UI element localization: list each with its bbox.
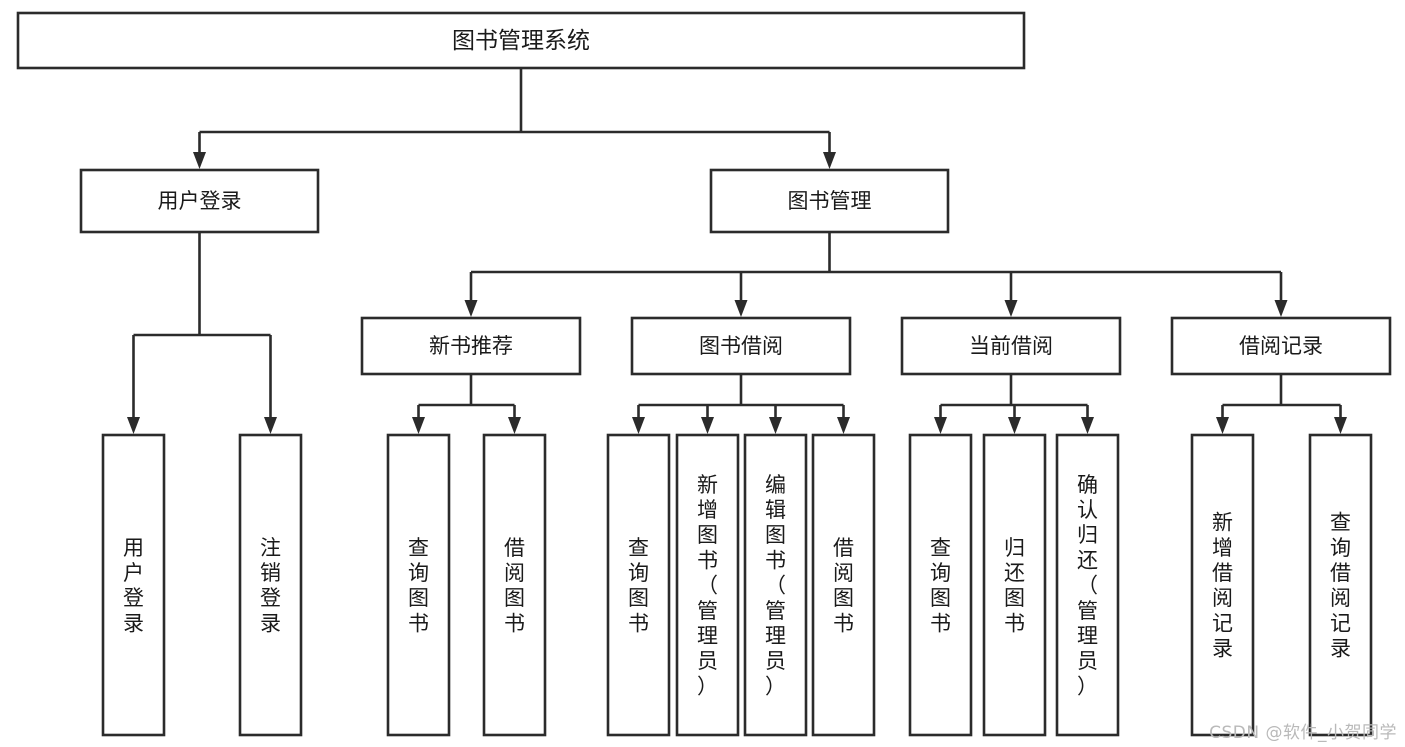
- node-label: 新增图书（管理员）: [697, 473, 718, 699]
- node-label: 查询借阅记录: [1330, 511, 1351, 661]
- node-box[interactable]: [1170, 316, 1392, 376]
- node-current-borrow[interactable]: 当前借阅: [900, 316, 1122, 376]
- node-box[interactable]: [743, 433, 808, 737]
- node-leaf-query-book-2[interactable]: 查询图书: [606, 433, 671, 737]
- node-leaf-add-book[interactable]: 新增图书（管理员）: [675, 433, 740, 737]
- node-box[interactable]: [101, 433, 166, 737]
- node-box[interactable]: [360, 316, 582, 376]
- arrow-head-icon: [508, 417, 521, 434]
- node-new-book-rec[interactable]: 新书推荐: [360, 316, 582, 376]
- arrow-head-icon: [464, 300, 478, 317]
- arrow-head-icon: [734, 300, 748, 317]
- nodes-layer: 图书管理系统用户登录图书管理新书推荐图书借阅当前借阅借阅记录用户登录注销登录查询…: [16, 11, 1392, 737]
- node-box[interactable]: [79, 168, 320, 234]
- arrow-head-icon: [632, 417, 645, 434]
- edge-group-root: [193, 68, 836, 169]
- arrow-head-icon: [1216, 417, 1229, 434]
- arrow-head-icon: [1274, 300, 1288, 317]
- edge-group-user-login: [127, 232, 277, 434]
- node-label: 编辑图书（管理员）: [765, 473, 786, 699]
- node-label: 当前借阅: [969, 334, 1053, 358]
- node-label: 查询图书: [408, 536, 429, 636]
- arrow-head-icon: [264, 417, 277, 434]
- arrow-head-icon: [1334, 417, 1347, 434]
- node-box[interactable]: [1190, 433, 1255, 737]
- node-box[interactable]: [908, 433, 973, 737]
- edge-group-new-book-rec: [412, 374, 521, 434]
- node-label: 查询图书: [628, 536, 649, 636]
- node-leaf-return-book[interactable]: 归还图书: [982, 433, 1047, 737]
- arrow-head-icon: [1081, 417, 1094, 434]
- node-box[interactable]: [630, 316, 852, 376]
- arrow-head-icon: [701, 417, 714, 434]
- node-leaf-borrow-book-2[interactable]: 借阅图书: [811, 433, 876, 737]
- node-leaf-query-book-3[interactable]: 查询图书: [908, 433, 973, 737]
- node-leaf-edit-book[interactable]: 编辑图书（管理员）: [743, 433, 808, 737]
- node-box[interactable]: [16, 11, 1026, 70]
- edge-group-book-borrow: [632, 374, 850, 434]
- node-book-borrow[interactable]: 图书借阅: [630, 316, 852, 376]
- arrow-head-icon: [1008, 417, 1021, 434]
- edges-layer: [127, 68, 1347, 434]
- node-box[interactable]: [482, 433, 547, 737]
- node-leaf-query-book-1[interactable]: 查询图书: [386, 433, 451, 737]
- node-label: 图书借阅: [699, 334, 783, 358]
- node-leaf-user-login[interactable]: 用户登录: [101, 433, 166, 737]
- arrow-head-icon: [1004, 300, 1018, 317]
- node-box[interactable]: [386, 433, 451, 737]
- node-label: 归还图书: [1004, 536, 1025, 636]
- arrow-head-icon: [837, 417, 850, 434]
- node-leaf-borrow-book-1[interactable]: 借阅图书: [482, 433, 547, 737]
- node-label: 图书管理系统: [452, 28, 590, 54]
- node-label: 用户登录: [123, 536, 144, 636]
- node-label: 查询图书: [930, 536, 951, 636]
- edge-group-borrow-record: [1216, 374, 1347, 434]
- node-label: 新增借阅记录: [1212, 511, 1233, 661]
- arrow-head-icon: [823, 152, 836, 169]
- node-book-manage[interactable]: 图书管理: [709, 168, 950, 234]
- node-label: 确认归还（管理员）: [1077, 473, 1098, 699]
- node-label: 用户登录: [158, 189, 242, 213]
- node-box[interactable]: [811, 433, 876, 737]
- node-leaf-add-record[interactable]: 新增借阅记录: [1190, 433, 1255, 737]
- node-box[interactable]: [1308, 433, 1373, 737]
- edge-group-current-borrow: [934, 374, 1094, 434]
- node-label: 借阅记录: [1239, 334, 1323, 358]
- node-leaf-confirm-return[interactable]: 确认归还（管理员）: [1055, 433, 1120, 737]
- node-label: 新书推荐: [429, 334, 513, 358]
- arrow-head-icon: [934, 417, 947, 434]
- node-root[interactable]: 图书管理系统: [16, 11, 1026, 70]
- node-user-login[interactable]: 用户登录: [79, 168, 320, 234]
- watermark-label: CSDN @软件_小贺同学: [1209, 723, 1397, 743]
- edge-group-book-manage: [464, 232, 1288, 317]
- node-box[interactable]: [900, 316, 1122, 376]
- arrow-head-icon: [412, 417, 425, 434]
- node-box[interactable]: [982, 433, 1047, 737]
- node-label: 注销登录: [260, 536, 281, 636]
- node-borrow-record[interactable]: 借阅记录: [1170, 316, 1392, 376]
- arrow-head-icon: [769, 417, 782, 434]
- node-box[interactable]: [675, 433, 740, 737]
- node-label: 借阅图书: [833, 536, 854, 636]
- node-box[interactable]: [709, 168, 950, 234]
- node-box[interactable]: [238, 433, 303, 737]
- node-label: 图书管理: [788, 189, 872, 213]
- node-box[interactable]: [1055, 433, 1120, 737]
- node-leaf-logout[interactable]: 注销登录: [238, 433, 303, 737]
- node-leaf-query-record[interactable]: 查询借阅记录: [1308, 433, 1373, 737]
- arrow-head-icon: [193, 152, 206, 169]
- node-box[interactable]: [606, 433, 671, 737]
- node-label: 借阅图书: [504, 536, 525, 636]
- arrow-head-icon: [127, 417, 140, 434]
